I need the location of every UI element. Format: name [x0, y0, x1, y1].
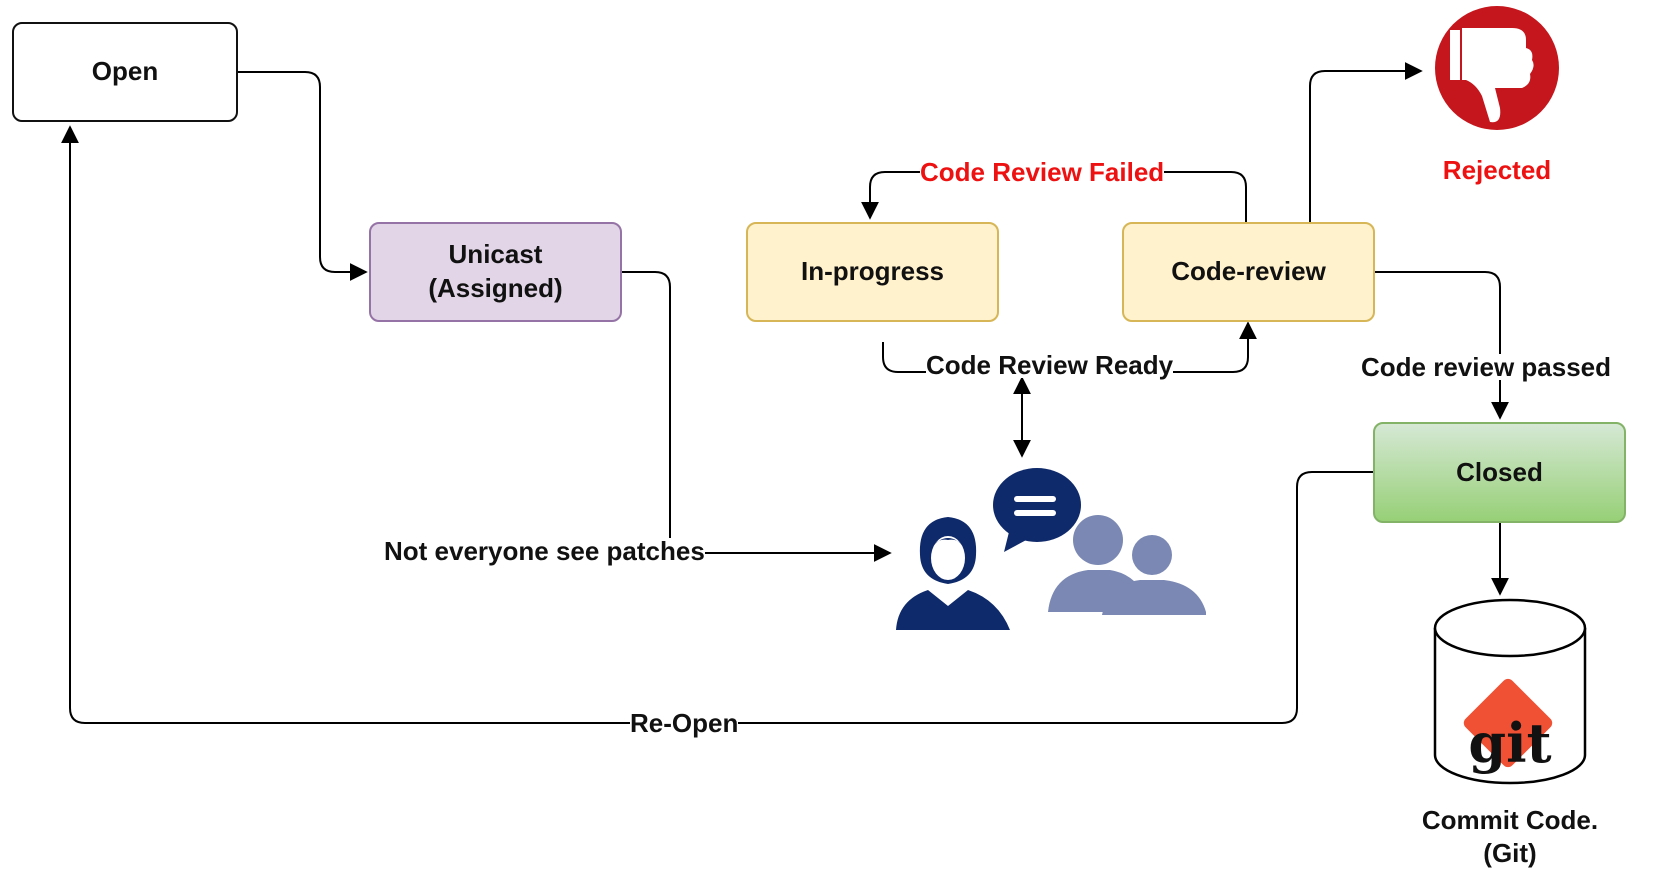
svg-text:git: git [1468, 711, 1551, 775]
edge-to-rejected [1310, 71, 1421, 222]
label-code-review-passed: Code review passed [1361, 354, 1611, 380]
node-in-progress: In-progress [746, 222, 999, 322]
node-unicast: Unicast (Assigned) [369, 222, 622, 322]
label-not-everyone-see-patches: Not everyone see patches [384, 538, 705, 564]
node-open-label: Open [92, 55, 158, 89]
caption-commit-code: Commit Code. (Git) [1395, 804, 1625, 869]
label-re-open: Re-Open [630, 710, 738, 736]
node-code-review-label: Code-review [1171, 255, 1326, 289]
edge-re-open [70, 127, 1373, 723]
edge-code-review-passed [1373, 272, 1500, 418]
people-chat-icon [896, 468, 1206, 630]
node-code-review: Code-review [1122, 222, 1375, 322]
edge-open-to-unicast [236, 72, 366, 272]
node-closed: Closed [1373, 422, 1626, 523]
label-code-review-failed: Code Review Failed [920, 159, 1164, 185]
node-open: Open [12, 22, 238, 122]
node-unicast-sublabel: (Assigned) [428, 272, 562, 306]
caption-commit-line2: (Git) [1395, 837, 1625, 869]
thumbs-down-icon [1435, 6, 1559, 130]
node-in-progress-label: In-progress [801, 255, 944, 289]
caption-commit-line1: Commit Code. [1395, 804, 1625, 837]
node-closed-label: Closed [1456, 456, 1543, 490]
caption-rejected: Rejected [1420, 154, 1574, 187]
node-unicast-label: Unicast [449, 238, 543, 272]
label-code-review-ready: Code Review Ready [926, 352, 1173, 378]
